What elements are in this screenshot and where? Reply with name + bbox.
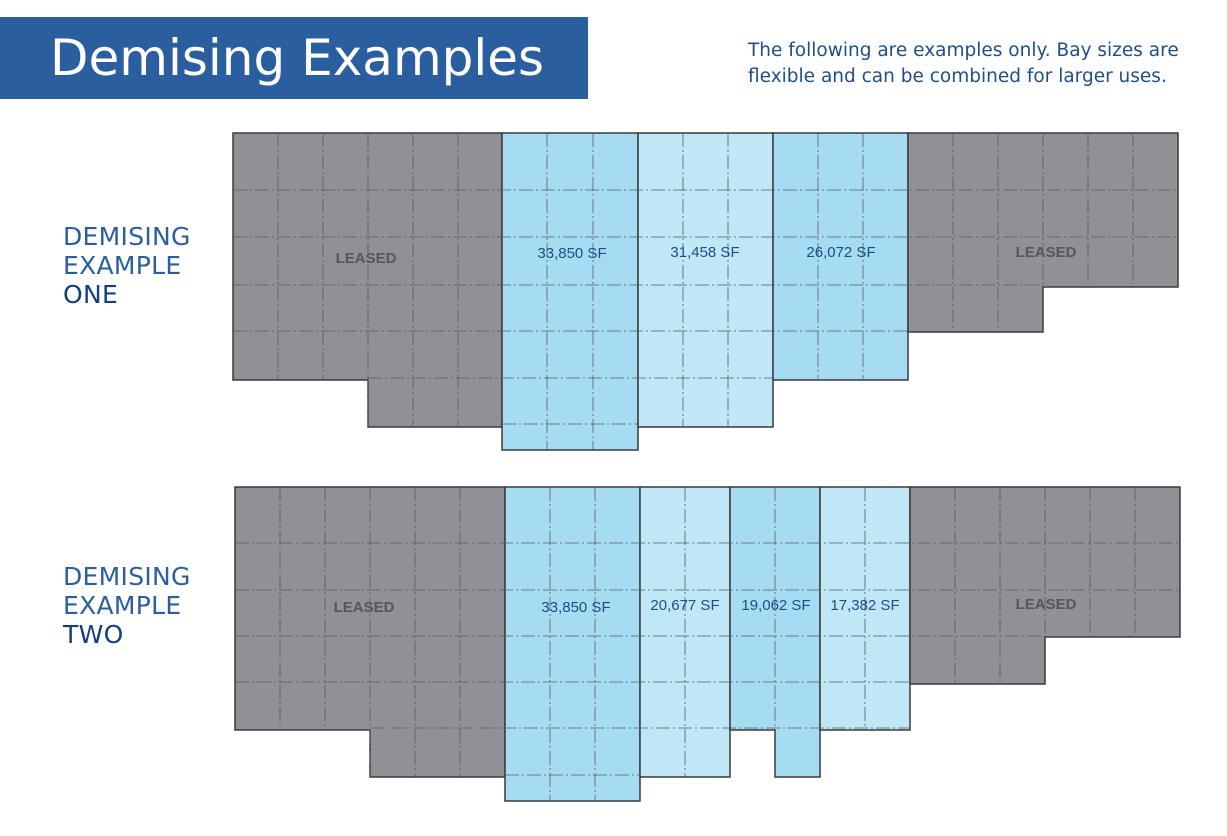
example-two-label-line1: DEMISING bbox=[63, 562, 191, 591]
labels: LEASED 33,850 SF 31,458 SF 26,072 SF LEA… bbox=[336, 244, 1077, 267]
example-two-label: DEMISING EXAMPLE TWO bbox=[63, 562, 191, 649]
disclaimer-note: The following are examples only. Bay siz… bbox=[748, 40, 1179, 87]
title-banner: Demising Examples bbox=[0, 17, 588, 99]
floor-plan-example-two: LEASED 33,850 SF 20,677 SF 19,062 SF 17,… bbox=[234, 486, 1181, 802]
leased-label-right: LEASED bbox=[1016, 244, 1077, 261]
example-one-label-line3: ONE bbox=[63, 280, 119, 309]
bay-2 bbox=[637, 132, 774, 428]
example-two-label-line2: EXAMPLE bbox=[63, 591, 182, 620]
example-one-label: DEMISING EXAMPLE ONE bbox=[63, 222, 191, 309]
column-grid bbox=[233, 133, 1178, 450]
page-title: Demising Examples bbox=[50, 29, 545, 87]
column-grid bbox=[235, 487, 1180, 801]
leased-area-left bbox=[232, 132, 503, 428]
bay-1 bbox=[504, 486, 641, 802]
bay-1 bbox=[501, 132, 639, 451]
bay-4-area: 17,382 SF bbox=[830, 597, 899, 614]
bay-2-area: 31,458 SF bbox=[670, 244, 739, 261]
example-two-label-line3: TWO bbox=[63, 620, 124, 649]
labels: LEASED 33,850 SF 20,677 SF 19,062 SF 17,… bbox=[334, 596, 1077, 616]
bay-1-area: 33,850 SF bbox=[541, 599, 610, 616]
example-one-label-line1: DEMISING bbox=[63, 222, 191, 251]
bay-3-area: 26,072 SF bbox=[806, 244, 875, 261]
floor-plan-example-one: LEASED 33,850 SF 31,458 SF 26,072 SF LEA… bbox=[232, 132, 1179, 451]
leased-label-right: LEASED bbox=[1016, 596, 1077, 613]
leased-label-left: LEASED bbox=[334, 599, 395, 616]
example-one-label-line2: EXAMPLE bbox=[63, 251, 182, 280]
bay-2-area: 20,677 SF bbox=[650, 597, 719, 614]
bay-1-area: 33,850 SF bbox=[537, 245, 606, 262]
leased-label-left: LEASED bbox=[336, 250, 397, 267]
bay-3-area: 19,062 SF bbox=[741, 597, 810, 614]
